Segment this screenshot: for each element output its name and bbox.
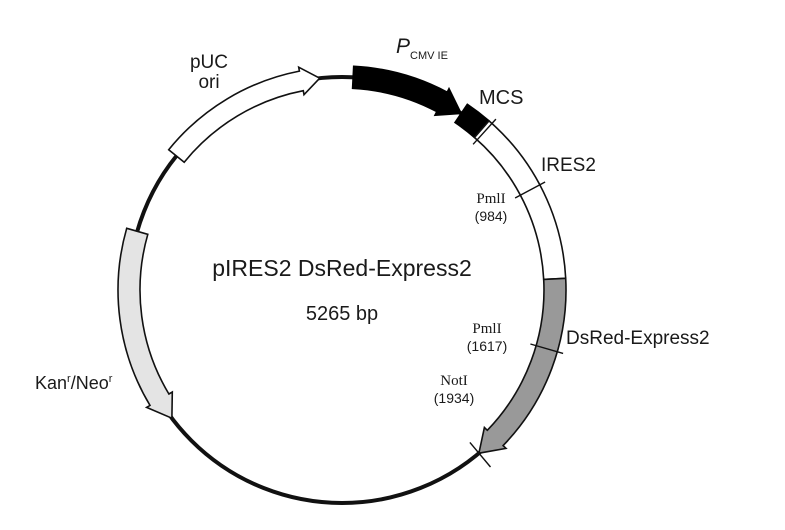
neo-superscript: r	[109, 373, 113, 385]
dsred-express2-feature	[477, 277, 567, 455]
site-noti-1934-position: (1934)	[434, 390, 474, 406]
mcs-label: MCS	[479, 87, 523, 109]
site-pmli-984-name: PmlI	[476, 191, 505, 207]
site-pmli-1617-position: (1617)	[467, 338, 507, 354]
plasmid-size: 5265 bp	[306, 303, 378, 325]
mcs-boundary-tick	[472, 118, 497, 145]
promoter-letter: P	[396, 35, 410, 58]
promoter-label: PCMV IE	[396, 35, 448, 62]
kan-text: Kan	[35, 373, 67, 393]
promoter-subscript: CMV IE	[410, 50, 448, 62]
neo-text: /Neo	[71, 373, 109, 393]
cmv-promoter-feature	[351, 65, 463, 117]
dsred-label: DsRed-Express2	[566, 328, 710, 349]
kan-neo-feature	[117, 227, 174, 420]
puc-ori-feature	[167, 65, 322, 164]
kan-superscript: r	[67, 373, 71, 385]
plasmid-name: pIRES2 DsRed-Express2	[212, 255, 472, 281]
site-pmli-984-position: (984)	[475, 208, 508, 224]
site-noti-1934-name: NotI	[440, 373, 468, 389]
site-pmli-1617-name: PmlI	[472, 321, 501, 337]
noti-1934-tick	[469, 441, 492, 468]
pmli-984-tick	[514, 181, 546, 199]
pmli-1617-tick	[530, 343, 564, 355]
ires2-label: IRES2	[541, 155, 596, 176]
puc-ori-label-line2: ori	[198, 72, 219, 93]
kan-neo-label: Kanr/Neor	[35, 373, 113, 393]
puc-ori-label-line1: pUC	[190, 52, 228, 73]
